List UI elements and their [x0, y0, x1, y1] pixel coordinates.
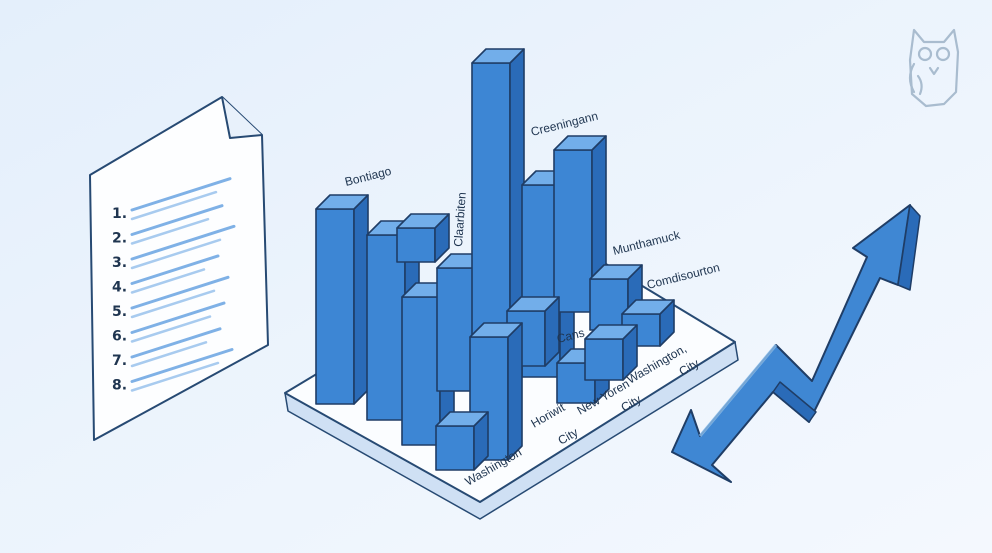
text-line: [130, 315, 212, 343]
text-line: [130, 361, 220, 392]
bar-front: [315, 208, 355, 405]
list-number: 4.: [112, 280, 127, 296]
bar-side: [507, 322, 523, 461]
bar-top: [315, 194, 369, 210]
bar-side: [353, 194, 369, 405]
bar-top: [471, 48, 525, 64]
list-number: 2.: [112, 231, 127, 247]
text-line: [130, 190, 218, 221]
text-line: [130, 217, 210, 245]
bar-top: [589, 264, 643, 280]
text-line: [130, 341, 208, 368]
document-text-lines: [130, 177, 236, 392]
bar-top: [553, 135, 607, 151]
label-cans: Cans: [555, 326, 586, 346]
bar-front: [435, 425, 475, 471]
list-number: 7.: [112, 353, 127, 369]
text-line: [130, 327, 222, 359]
text-line: [130, 204, 224, 236]
bar-top: [396, 213, 450, 229]
text-line: [130, 268, 206, 294]
bar-top: [469, 322, 523, 338]
bar-front: [584, 338, 624, 381]
list-number: 3.: [112, 255, 127, 271]
list-number: 8.: [112, 378, 127, 394]
bar-top: [435, 411, 489, 427]
bar-top: [584, 324, 638, 340]
bar-top: [506, 296, 560, 312]
text-line: [130, 289, 216, 319]
text-line: [130, 224, 236, 261]
bar-top: [621, 299, 675, 315]
text-line: [130, 275, 230, 310]
list-number: 1.: [112, 206, 127, 222]
text-line: [130, 177, 232, 212]
bar: [435, 411, 489, 471]
list-number: 6.: [112, 329, 127, 345]
bar-group: [315, 48, 675, 471]
text-line: [130, 301, 226, 334]
zigzag-trend-arrow-icon: [671, 204, 921, 483]
document-list-icon: 1. 2. 3. 4. 5. 6. 7. 8.: [89, 96, 269, 441]
bar-front: [401, 296, 441, 446]
bar-front: [553, 149, 593, 313]
owl-icon: [908, 28, 960, 108]
text-line: [130, 238, 222, 270]
list-number: 5.: [112, 304, 127, 320]
bar: [584, 324, 638, 381]
document-list-numbers: 1. 2. 3. 4. 5. 6. 7. 8.: [112, 206, 127, 394]
text-line: [130, 348, 234, 383]
text-line: [130, 254, 220, 285]
bar: [396, 213, 450, 263]
bar-front: [396, 227, 436, 263]
bar: [315, 194, 369, 405]
label-claarbiten: Claarbiten: [451, 192, 469, 248]
